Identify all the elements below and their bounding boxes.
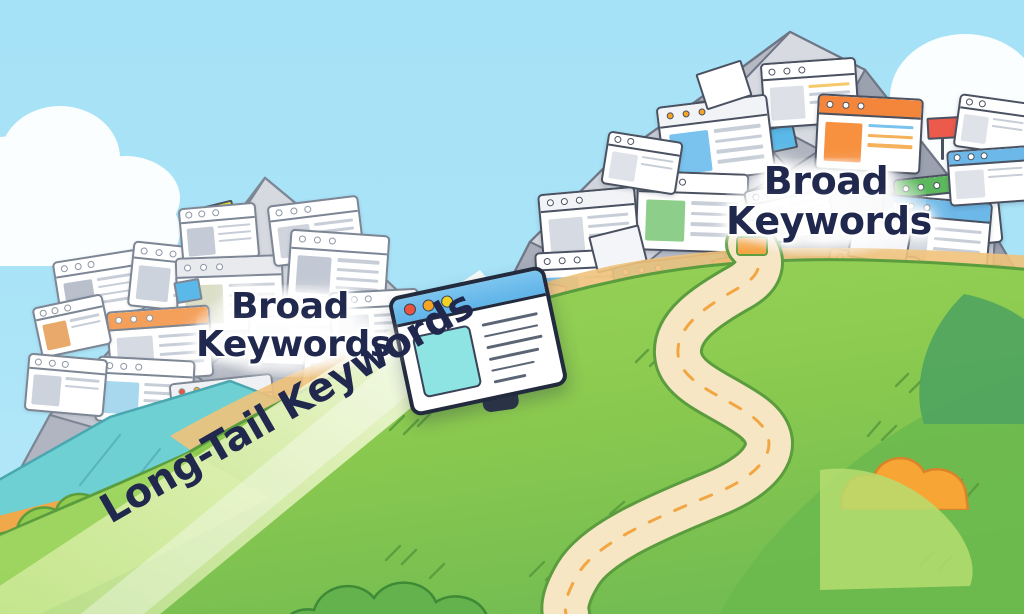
dark-green-patch-right — [919, 294, 1024, 424]
website-card — [600, 130, 684, 196]
winding-road — [540, 219, 794, 614]
broad-keywords-left-line2: Keywords — [196, 324, 391, 366]
broad-keywords-right-halo — [726, 158, 926, 256]
broad-keywords-label-left: Broad Keywords — [196, 286, 391, 366]
broad-keywords-left-halo — [196, 285, 384, 377]
website-card — [946, 145, 1024, 207]
light-green-patch-right — [820, 468, 973, 590]
broad-keywords-label-right: Broad Keywords — [726, 159, 932, 244]
broad-keywords-right-line1: Broad — [763, 159, 889, 203]
foreground-bush-center — [289, 581, 488, 614]
broad-keywords-right-line2: Keywords — [726, 199, 932, 244]
broad-keywords-left-line1: Broad — [231, 286, 349, 327]
card-text-lines — [481, 310, 550, 384]
